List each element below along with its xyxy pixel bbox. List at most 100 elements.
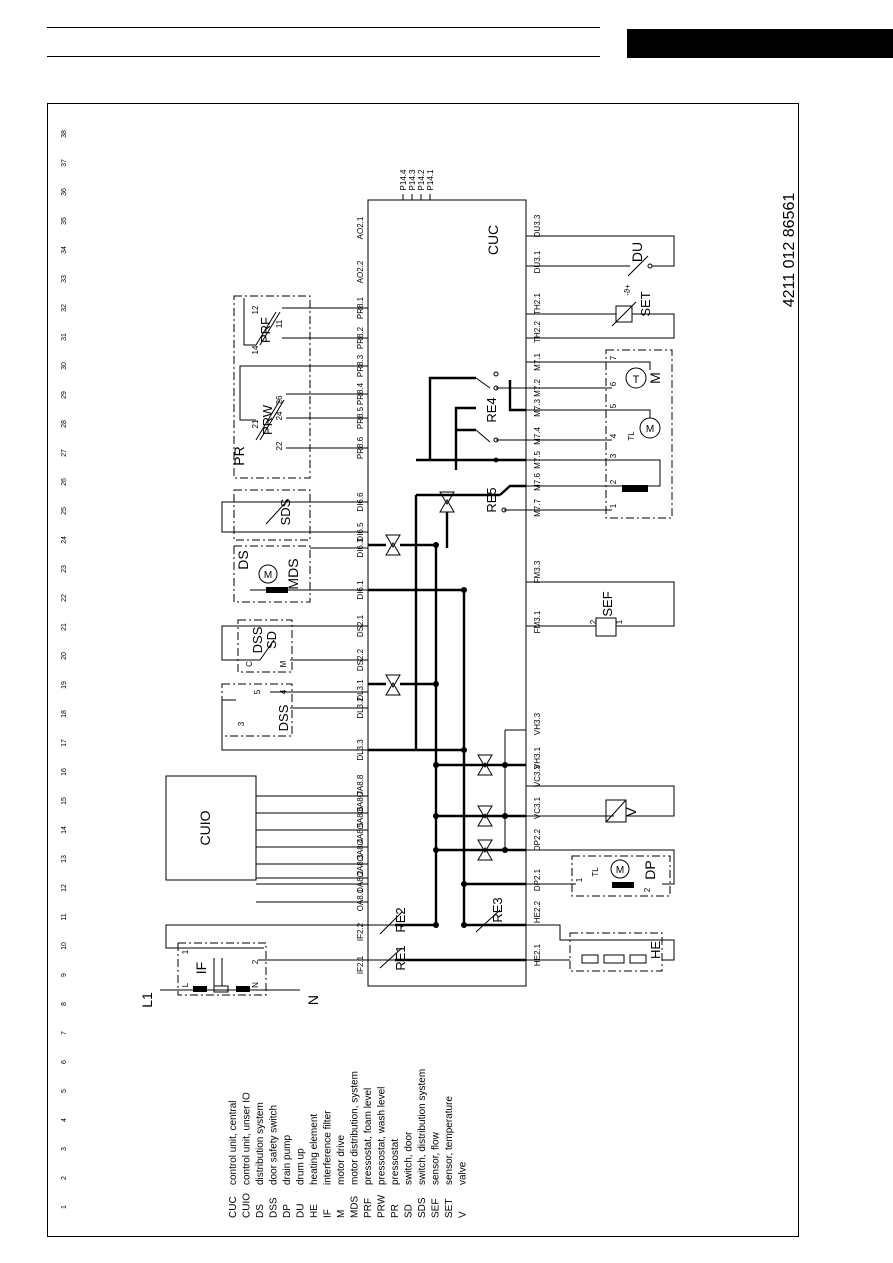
legend-description: interference filter — [323, 1110, 334, 1185]
legend-code: PRW — [377, 1194, 388, 1218]
pressostat: PR PRW 21 22 24 26 PRF 14 11 12 — [231, 295, 368, 479]
svg-text:14: 14 — [251, 345, 260, 354]
svg-text:4: 4 — [279, 689, 288, 694]
svg-text:26: 26 — [275, 395, 284, 404]
conn-dl31: DL3.1 — [356, 679, 365, 701]
legend-code: IF — [323, 1209, 334, 1218]
distribution-system: M DS MDS SDS — [221, 489, 368, 603]
svg-text:2: 2 — [251, 959, 260, 964]
conn-vh33: VH3.3 — [533, 712, 542, 735]
conn-p143: P14.3 — [408, 169, 417, 190]
conn-du33: DU3.3 — [533, 214, 542, 237]
svg-text:TL: TL — [627, 431, 636, 441]
legend-description: door safety switch — [269, 1105, 280, 1185]
conn-if21: IF2.1 — [356, 955, 365, 974]
svg-text:1: 1 — [609, 503, 618, 508]
sef-sensor: SEF 2 1 — [526, 581, 675, 637]
svg-text:M: M — [646, 424, 654, 435]
legend-code: HE — [309, 1204, 320, 1218]
legend-code: SEF — [431, 1199, 442, 1218]
motor: T M M TL 7 6 5 4 3 2 1 — [526, 349, 673, 519]
set-sensor: SET -ϑ+ — [526, 284, 675, 339]
dss-label: DSS — [276, 704, 291, 731]
legend-description: pressostat, wash level — [377, 1087, 388, 1185]
grid-number: 4 — [61, 1118, 68, 1122]
cuc-label: CUC — [485, 225, 501, 255]
conn-oa2: OA8.2 — [356, 870, 365, 893]
conn-m77: M7.7 — [533, 499, 542, 517]
l1-label: L1 — [139, 992, 155, 1008]
grid-number: 19 — [61, 681, 68, 689]
grid-number: 26 — [61, 478, 68, 486]
svg-text:3: 3 — [237, 721, 246, 726]
svg-text:7: 7 — [609, 355, 618, 360]
he-label: HE — [648, 941, 663, 959]
svg-text:2: 2 — [609, 479, 618, 484]
relays-re4-re5: RE4 RE5 — [416, 371, 526, 513]
legend-code: DS — [255, 1204, 266, 1218]
svg-text:1: 1 — [575, 877, 584, 882]
diagram-frame — [47, 103, 799, 1237]
n-label: N — [305, 995, 321, 1005]
conn-m74: M7.4 — [533, 427, 542, 445]
grid-number: 17 — [61, 739, 68, 747]
right-connector-labels: HE2.1 HE2.2 DP2.1 DP2.2 VC3.1 VC3.3 VH3.… — [533, 214, 542, 966]
grid-number: 9 — [61, 973, 68, 977]
dss2-label: DSS — [250, 626, 265, 653]
drain-pump: M DP TL 1 2 — [526, 849, 675, 897]
legend-description: pressostat — [390, 1139, 401, 1185]
cuio-box — [165, 775, 257, 881]
svg-text:21: 21 — [251, 419, 260, 428]
legend-code: SET — [444, 1199, 455, 1218]
svg-text:3: 3 — [609, 453, 618, 458]
conn-ao21: AO2.1 — [356, 216, 365, 239]
header-black-bar — [627, 29, 893, 58]
grid-number: 24 — [61, 536, 68, 544]
grid-number: 30 — [61, 362, 68, 370]
svg-text:5: 5 — [609, 403, 618, 408]
legend-code: M — [336, 1210, 347, 1218]
relays-re1-re2-re3: RE2 RE1 RE3 — [368, 897, 526, 971]
grid-number: 25 — [61, 507, 68, 515]
conn-if22: IF2.2 — [356, 922, 365, 941]
legend-description: switch, door — [404, 1131, 415, 1185]
legend-code: CUC — [228, 1196, 239, 1218]
legend-description: motor distribution, system — [350, 1071, 361, 1185]
legend-description: sensor, temperature — [444, 1096, 455, 1185]
svg-text:T: T — [633, 374, 640, 386]
legend-code: SDS — [417, 1197, 428, 1218]
grid-number: 13 — [61, 855, 68, 863]
cuc-box — [367, 199, 527, 987]
oa-lines — [256, 795, 368, 903]
grid-number: 29 — [61, 391, 68, 399]
grid-number: 7 — [61, 1031, 68, 1035]
legend-code: DU — [296, 1204, 307, 1218]
legend-description: heating element — [309, 1114, 320, 1185]
grid-number: 31 — [61, 333, 68, 341]
conn-m76: M7.6 — [533, 473, 542, 491]
grid-number: 32 — [61, 304, 68, 312]
legend-code: SD — [404, 1204, 415, 1218]
grid-number: 15 — [61, 797, 68, 805]
conn-th22: TH2.2 — [533, 321, 542, 343]
conn-p142: P14.2 — [417, 169, 426, 190]
conn-oa5: OA8.5 — [356, 822, 365, 845]
legend-code: DSS — [269, 1197, 280, 1218]
re1-label: RE1 — [393, 945, 408, 970]
svg-text:6: 6 — [609, 381, 618, 386]
re3-label: RE3 — [490, 897, 505, 922]
grid-numbers: 1234567891011121314151617181920212223242… — [61, 130, 68, 1209]
legend-description: sensor, flow — [431, 1131, 442, 1185]
svg-text:L: L — [181, 982, 190, 987]
grid-number: 33 — [61, 275, 68, 283]
svg-text:24: 24 — [275, 411, 284, 420]
re4-label: RE4 — [484, 397, 499, 422]
legend-description: drain pump — [282, 1135, 293, 1185]
valve: V — [526, 785, 675, 823]
grid-number: 3 — [61, 1147, 68, 1151]
conn-fm31: FM3.1 — [533, 610, 542, 633]
mds-label: MDS — [285, 558, 301, 589]
m-label: M — [647, 372, 663, 384]
